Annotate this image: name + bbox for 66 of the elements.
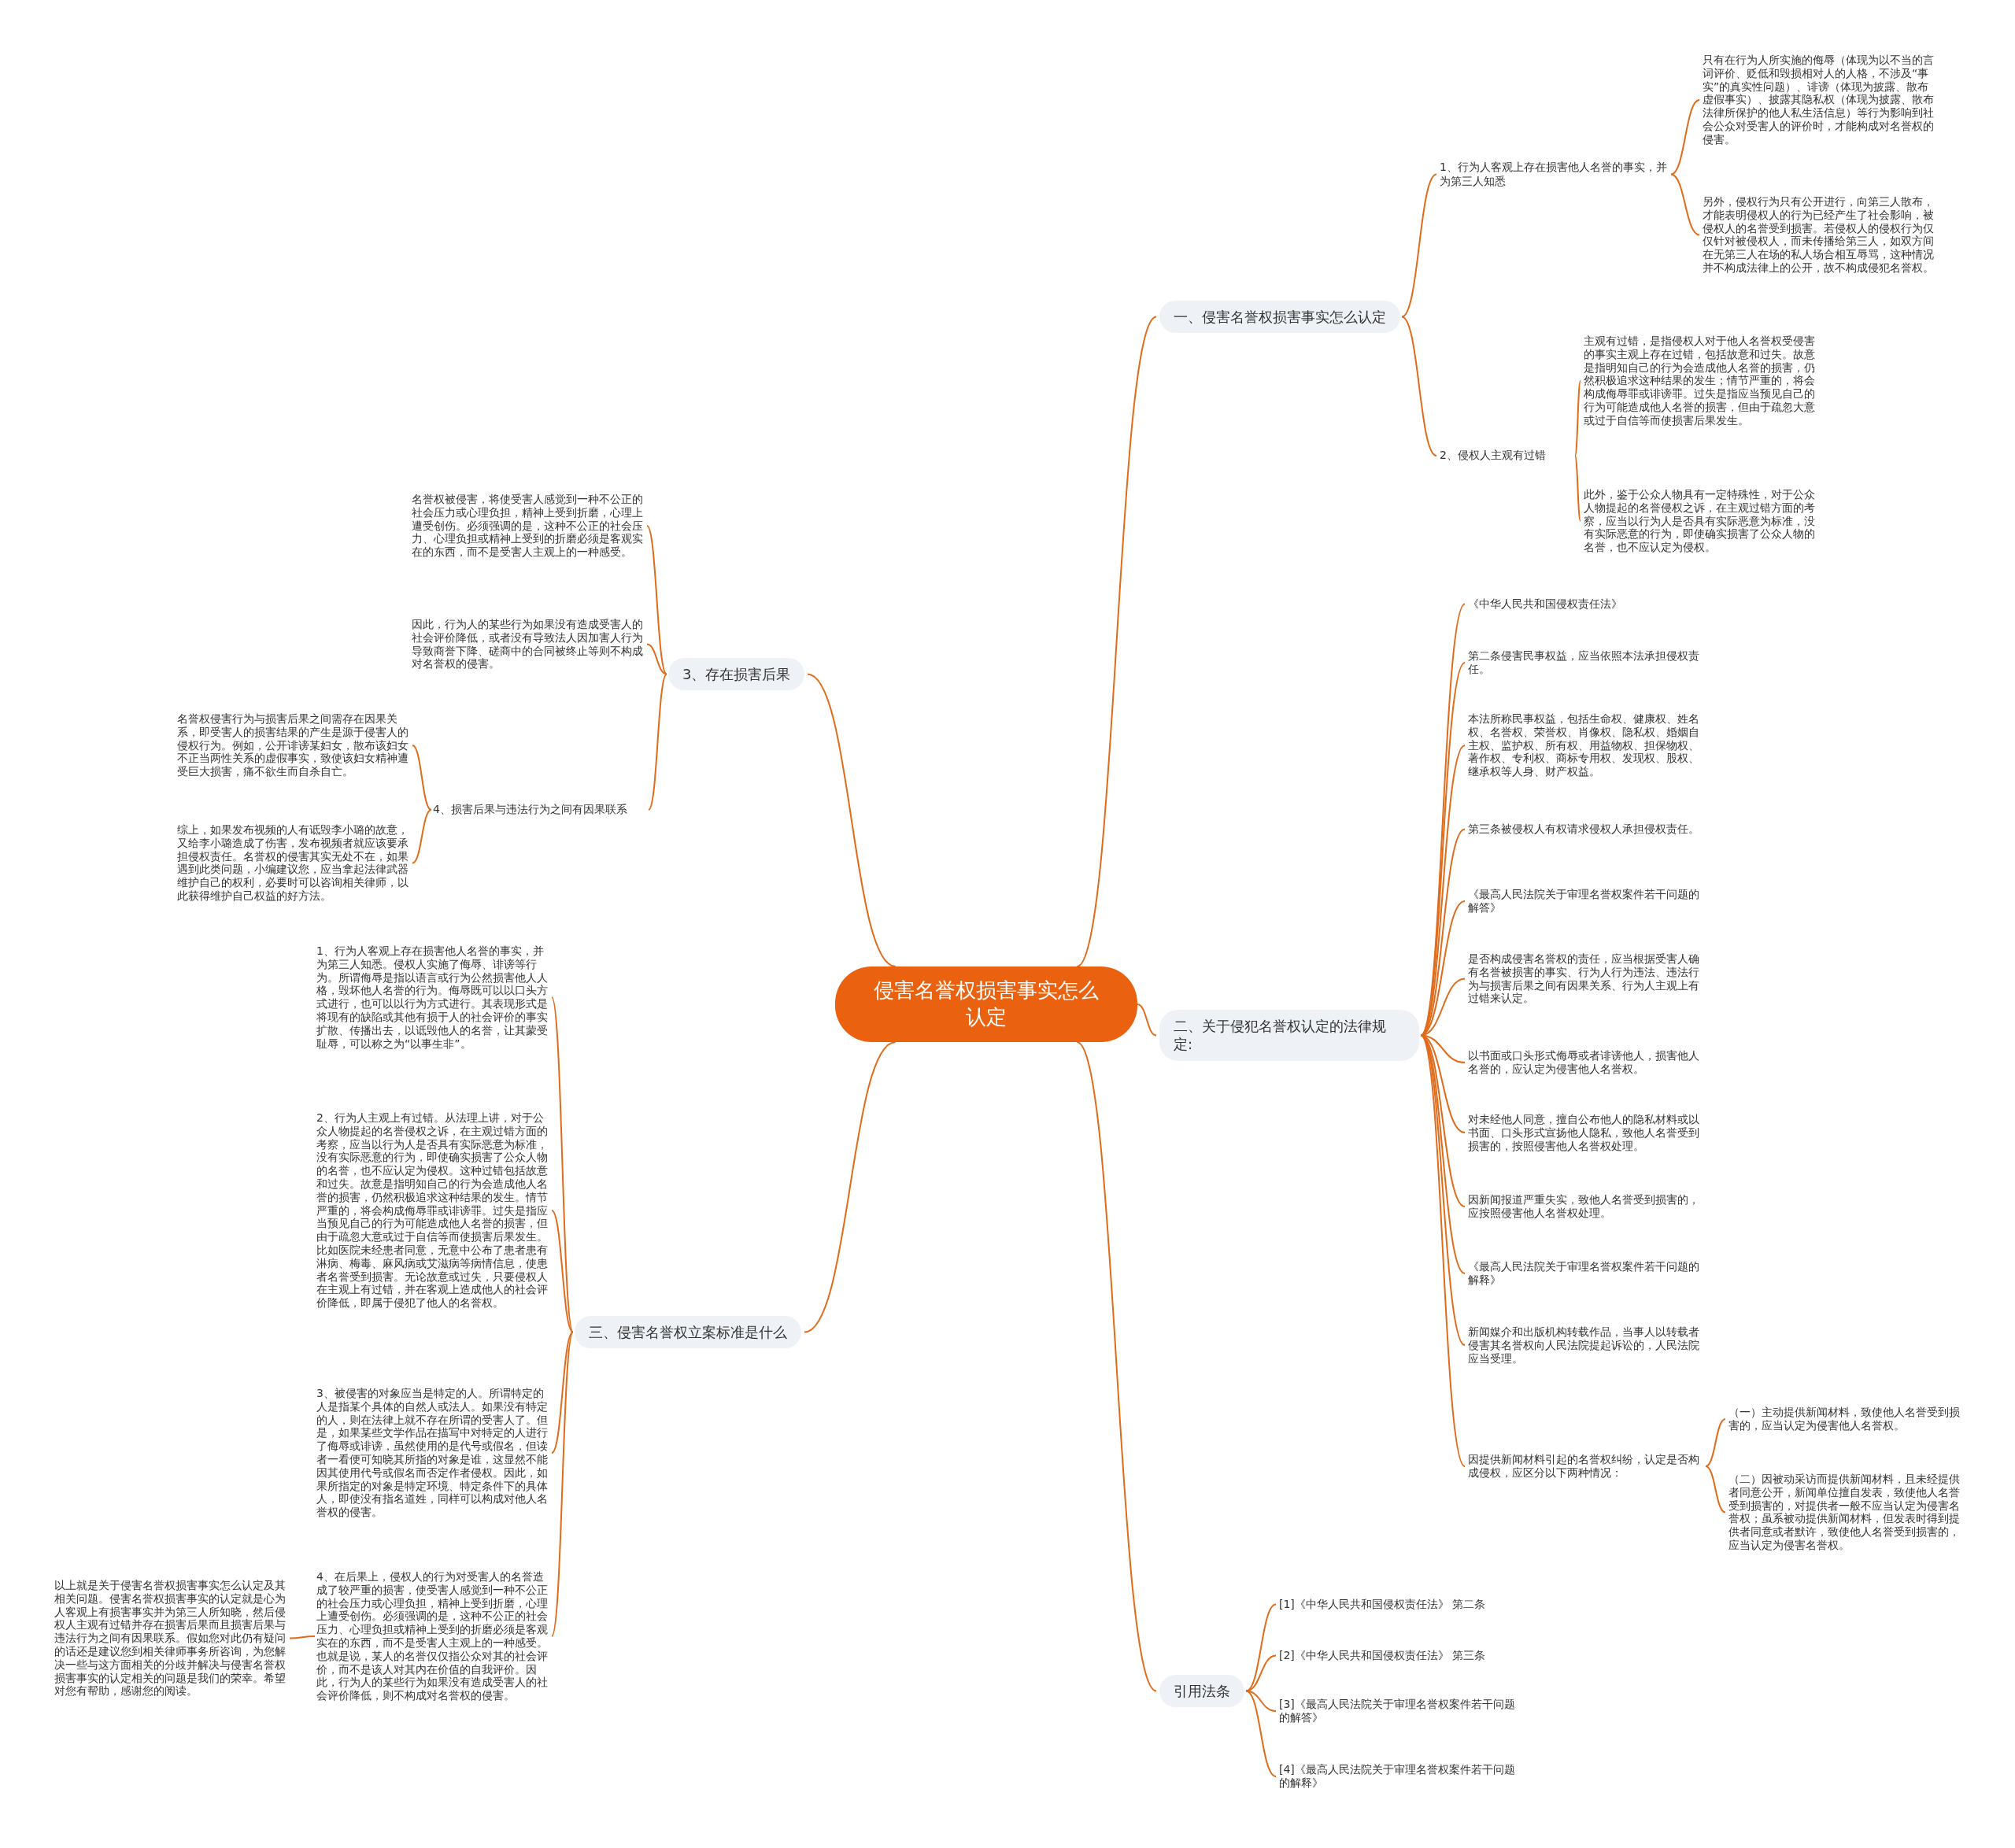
subtopic-text: 4、损害后果与违法行为之间有因果联系 xyxy=(433,803,645,817)
note-text: （二）因被动采访而提供新闻材料，且未经提供者同意公开，新闻单位擅自发表，致使他人名誉受到损害的，对提供者一般不应当认定为侵害名誉权；虽系被动提供新闻材料，但发表时得到提供者同意或者默许，致使他人名誉受到损害的，应当认定为侵害名誉权。 xyxy=(1728,1473,1965,1552)
note-text: [2]《中华人民共和国侵权责任法》 第三条 xyxy=(1279,1649,1515,1662)
connector-line xyxy=(1245,1654,1277,1692)
connector-line xyxy=(551,1331,574,1454)
note-text: 新闻媒介和出版机构转载作品，当事人以转载者侵害其名誉权向人民法院提起诉讼的，人民法院应当受理。 xyxy=(1468,1325,1704,1366)
note-text: 名誉权被侵害，将使受害人感觉到一种不公正的社会压力或心理负担，精神上受到折磨，心理上遭受创伤。必须强调的是，这种不公正的社会压力、心理负担或精神上受到的折磨必须是客观实在的东西，而不是受害人主观上的一种感受。 xyxy=(412,493,644,559)
connector-line xyxy=(1420,1034,1466,1346)
connector-line xyxy=(1245,1690,1277,1777)
note-text: 是否构成侵害名誉权的责任，应当根据受害人确有名誉被损害的事实、行为人行为违法、违法行为与损害后果之间有因果关系、行为人主观上有过错来认定。 xyxy=(1468,952,1704,1006)
note-text: 名誉权侵害行为与损害后果之间需存在因果关系，即受害人的损害结果的产生是源于侵害人的侵权行为。例如，公开诽谤某妇女，散布该妇女不正当两性关系的虚假事实，致使该妇女精神遭受巨大损害，痛不欲生而自杀自亡。 xyxy=(177,712,409,778)
connector-line xyxy=(412,809,432,864)
connector-line xyxy=(648,673,667,811)
connector-line xyxy=(807,673,897,967)
note-text: 此外，鉴于公众人物具有一定特殊性，对于公众人物提起的名誉侵权之诉，在主观过错方面的考察，应当以行为人是否具有实际恶意为标准，没有实际恶意的行为，即使确实损害了公众人物的名誉，也不应认定为侵权。 xyxy=(1584,488,1820,554)
note-text: [1]《中华人民共和国侵权责任法》 第二条 xyxy=(1279,1598,1515,1611)
note-text: 3、被侵害的对象应当是特定的人。所谓特定的人是指某个具体的自然人或法人。如果没有特定的人，则在法律上就不存在所谓的受害人了。但是，如果某些文学作品在描写中对特定的人进行了侮辱或诽谤，虽然使用的是代号或假名，但读者一看便可知晓其所指的对象是谁，这显然不能因其使用代号或假名而否定作者侵权。因此，如果所指定的对象是特定环境、特定条件下的具体人，即使没有指名道姓，同样可以构成对他人名誉权的侵害。 xyxy=(316,1387,549,1519)
note-text: 主观有过错，是指侵权人对于他人名誉权受侵害的事实主观上存在过错，包括故意和过失。故意是指明知自己的行为会造成他人名誉的损害，仍然积极追求这种结果的发生；情节严重的，将会构成侮辱罪或诽谤罪。过失是指应当预见自己的行为可能造成他人名誉的损害，但由于疏忽大意或过于自信等而使损害后果发生。 xyxy=(1584,334,1820,427)
note-text: 《最高人民法院关于审理名誉权案件若干问题的解答》 xyxy=(1468,888,1704,915)
connector-line xyxy=(1420,1034,1466,1467)
subtopic-text: 2、侵权人主观有过错 xyxy=(1440,449,1573,463)
topic-pill: 3、存在损害后果 xyxy=(668,658,805,691)
note-text: 2、行为人主观上有过错。从法理上讲，对于公众人物提起的名誉侵权之诉，在主观过错方面的考察，应当以行为人是否具有实际恶意为标准，没有实际恶意的行为，即使确实损害了公众人物的名誉，也不应认定为侵权。这种过错包括故意和过失。故意是指明知自己的行为会造成他人名誉的损害，仍然积极追求这种结果的发生。情节严重的，将会构成侮辱罪或诽谤罪。过失是指应当预见自己的行为可能造成他人名誉的损害，但由于疏忽大意或过于自信等而使损害后果发生。比如医院未经患者同意，无意中公布了患者患有淋病、梅毒、麻风病或艾滋病等病情信息，使患者名誉受到损害。无论故意或过失，只要侵权人在主观上有过错，并在客观上造成他人的社会评价降低，即属于侵犯了他人的名誉权。 xyxy=(316,1111,549,1310)
note-text: [4]《最高人民法院关于审理名誉权案件若干问题的解释》 xyxy=(1279,1763,1515,1790)
connector-line xyxy=(1076,316,1157,967)
connector-line xyxy=(1705,1418,1726,1467)
connector-line xyxy=(1401,173,1437,318)
connector-line xyxy=(1574,380,1581,456)
connector-line xyxy=(646,525,667,675)
note-text: 4、在后果上，侵权人的行为对受害人的名誉造成了较严重的损害，使受害人感觉到一种不公正的社会压力或心理负担，精神上受到折磨，心理上遭受创伤。必须强调的是，这种不公正的社会压力、心理负担或精神上受到的折磨必须是客观实在的东西，而不是受害人主观上的一种感受。也就是说，某人的名誉仅仅指公众对其的社会评价，而不是该人对其内在价值的自我评价。因此，行为人的某些行为如果没有造成受害人的社会评价降低，则不构成对名誉权的侵害。 xyxy=(316,1570,549,1702)
connector-line xyxy=(412,745,432,811)
note-text: （一）主动提供新闻材料，致使他人名誉受到损害的，应当认定为侵害他人名誉权。 xyxy=(1728,1406,1965,1432)
note-text: 因提供新闻材料引起的名誉权纠纷，认定是否构成侵权，应区分以下两种情况： xyxy=(1468,1453,1704,1480)
connector-line xyxy=(1705,1465,1726,1514)
note-text: 对未经他人同意，擅自公布他人的隐私材料或以书面、口头形式宣扬他人隐私，致他人名誉受到损害的，按照侵害他人名誉权处理。 xyxy=(1468,1113,1704,1153)
connector-line xyxy=(1401,316,1437,456)
topic-pill: 引用法条 xyxy=(1159,1675,1244,1708)
connector-line xyxy=(551,1210,574,1333)
topic-pill: 三、侵害名誉权立案标准是什么 xyxy=(575,1316,801,1349)
connector-line xyxy=(551,1331,574,1637)
connector-line xyxy=(804,1041,897,1333)
note-text: 另外，侵权行为只有公开进行，向第三人散布，才能表明侵权人的行为已经产生了社会影响，被侵权人的名誉受到损害。若侵权人的侵权行为仅仅针对被侵权人，而未传播给第三人，如双方间在无第三人在场的私人场合相互辱骂，这种情况并不构成法律上的公开，故不构成侵犯名誉权。 xyxy=(1703,195,1939,275)
note-text: 以书面或口头形式侮辱或者诽谤他人，损害他人名誉的，应认定为侵害他人名誉权。 xyxy=(1468,1049,1704,1076)
connector-line xyxy=(289,1635,316,1639)
connector-line xyxy=(1076,1041,1157,1692)
connector-line xyxy=(646,643,667,675)
note-text: 只有在行为人所实施的侮辱（体现为以不当的言词评价、贬低和毁损相对人的人格，不涉及“事实”的真实性问题）、诽谤（体现为披露、散布虚假事实）、披露其隐私权（体现为披露、散布法律所保护的他人私生活信息）等行为影响到社会公众对受害人的评价时，才能构成对名誉权的侵害。 xyxy=(1703,54,1939,146)
subtopic-text: 1、行为人客观上存在损害他人名誉的事实，并为第三人知悉 xyxy=(1440,161,1669,188)
connector-line xyxy=(1574,455,1581,522)
note-text: 第二条侵害民事权益，应当依照本法承担侵权责任。 xyxy=(1468,649,1704,676)
topic-pill: 一、侵害名誉权损害事实怎么认定 xyxy=(1159,301,1400,334)
topic-pill: 二、关于侵犯名誉权认定的法律规定: xyxy=(1159,1010,1419,1061)
note-text: 第三条被侵权人有权请求侵权人承担侵权责任。 xyxy=(1468,822,1704,836)
connector-line xyxy=(1137,1003,1157,1037)
connector-line xyxy=(1670,99,1700,176)
note-text: [3]《最高人民法院关于审理名誉权案件若干问题的解答》 xyxy=(1279,1698,1515,1724)
central-topic: 侵害名誉权损害事实怎么认定 xyxy=(835,967,1137,1042)
note-text: 因新闻报道严重失实，致他人名誉受到损害的，应按照侵害他人名誉权处理。 xyxy=(1468,1193,1704,1220)
note-text: 本法所称民事权益，包括生命权、健康权、姓名权、名誉权、荣誉权、肖像权、隐私权、婚姻自主权、监护权、所有权、用益物权、担保物权、著作权、专利权、商标专用权、发现权、股权、继承权等人身、财产权益。 xyxy=(1468,712,1704,778)
note-text: 《最高人民法院关于审理名誉权案件若干问题的解释》 xyxy=(1468,1260,1704,1287)
note-text: 1、行为人客观上存在损害他人名誉的事实，并为第三人知悉。侵权人实施了侮辱、诽谤等行为。所谓侮辱是指以语言或行为公然损害他人人格，毁坏他人名誉的行为。侮辱既可以以口头方式进行，也可以以行为方式进行。其表现形式是将现有的缺陷或其他有损于人的社会评价的事实扩散、传播出去，以诋毁他人的名誉，让其蒙受耻辱，可以称之为“以事生非”。 xyxy=(316,944,549,1051)
connector-line xyxy=(1670,173,1700,236)
note-text: 《中华人民共和国侵权责任法》 xyxy=(1468,597,1704,611)
note-text: 因此，行为人的某些行为如果没有造成受害人的社会评价降低，或者没有导致法人因加害人行为导致商誉下降、磋商中的合同被终止等则不构成对名誉权的侵害。 xyxy=(412,618,644,671)
note-text: 综上，如果发布视频的人有诋毁李小璐的故意，又给李小璐造成了伤害，发布视频者就应该要承担侵权责任。名誉权的侵害其实无处不在，如果遇到此类问题，小编建议您，应当拿起法律武器维护自己的权利，必要时可以咨询相关律师，以此获得维护自己权益的好方法。 xyxy=(177,823,409,903)
note-text: 以上就是关于侵害名誉权损害事实怎么认定及其相关问题。侵害名誉权损害事实的认定就是心为人客观上有损害事实并为第三人所知晓，然后侵权人主观有过错并存在损害后果而且损害后果与违法行为之间有因果联系。假如您对此仍有疑问的话还是建议您到相关律师事务所咨询，为您解决一些与这方面相关的分歧并解决与侵害名誉权损害事实的认定相关的问题是我们的荣幸。希望对您有帮助，感谢您的阅读。 xyxy=(54,1579,287,1698)
